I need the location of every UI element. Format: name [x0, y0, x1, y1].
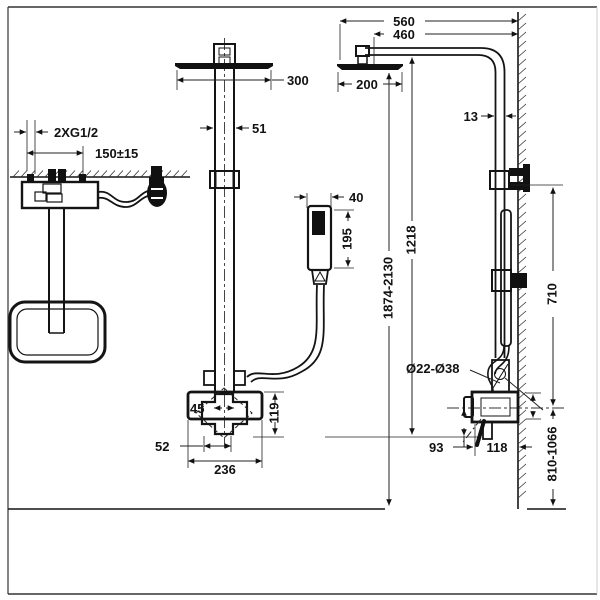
dim-label-outlet-drop: 93: [429, 440, 443, 455]
drawing-border: [7, 6, 598, 595]
dim-label-valve-depth: 118: [487, 440, 508, 455]
side-wall-hatching: [517, 13, 527, 499]
dim-label-inlet-spacing: 150±15: [95, 146, 138, 161]
dim-label-pole-width: 51: [252, 121, 266, 136]
dim-label-arm-reach: 460: [393, 27, 415, 42]
dim-label-riser-length: 1218: [404, 226, 419, 255]
dim-label-head-width: 300: [287, 73, 309, 88]
dim-label-handle-offset: 52: [155, 439, 169, 454]
dim-label-overall-reach: 560: [393, 14, 415, 29]
dim-label-handset-length: 195: [340, 228, 355, 250]
dim-label-clamp-range: Ø22-Ø38: [406, 361, 459, 376]
dim-label-handset-width: 40: [349, 190, 363, 205]
hand-shower-front: 40 195: [246, 190, 363, 383]
dim-label-valve-size: 45: [190, 401, 204, 416]
dim-label-pipe-size: 13: [464, 109, 478, 124]
height-dimensions: 1874-2130 1218: [253, 57, 480, 506]
dim-label-head-depth: 200: [356, 77, 378, 92]
dim-label-bracket-to-valve: 710: [545, 283, 560, 305]
dim-label-valve-height: 119: [267, 403, 282, 424]
dim-label-thread-spec: 2XG1/2: [54, 125, 98, 140]
plan-view: 2XG1/2 150±15: [8, 120, 190, 364]
side-view: 560 460 200 13 710 Ø22-Ø38 93: [337, 12, 564, 509]
dim-label-valve-width: 236: [214, 462, 236, 477]
dim-label-overall-height: 1874-2130: [381, 257, 396, 319]
front-view: 45 300 51 119 52 236: [155, 38, 309, 477]
dim-label-inlet-height: 810-1066: [545, 427, 560, 482]
